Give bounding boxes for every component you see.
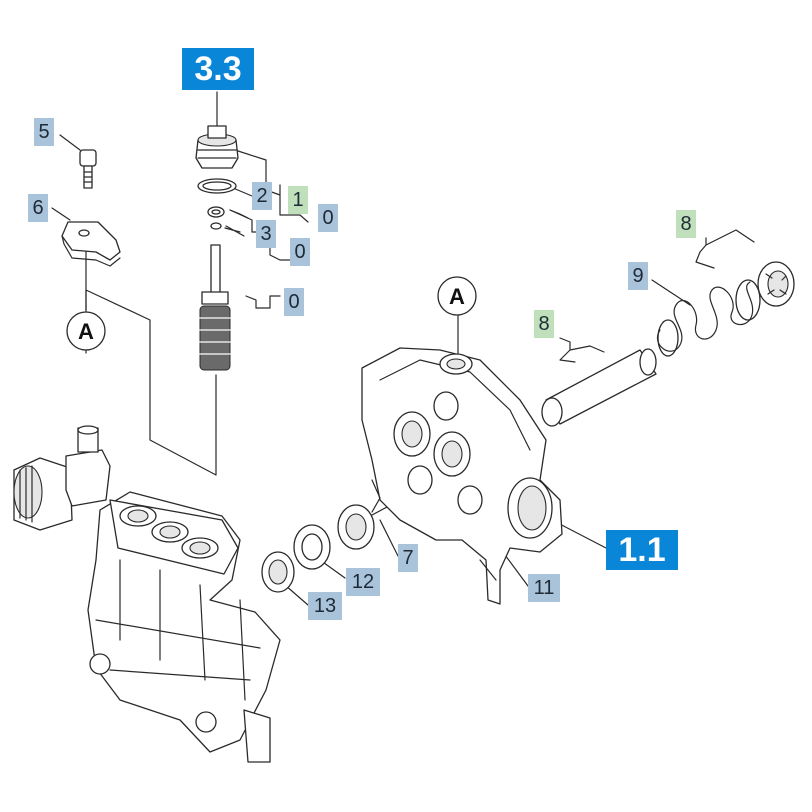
part-label-6[interactable]: 6 xyxy=(28,194,48,222)
part-label-9[interactable]: 9 xyxy=(628,262,648,290)
seal-part-12 xyxy=(293,524,331,570)
part-label-1[interactable]: 1 xyxy=(288,186,308,214)
plate-part-6 xyxy=(61,221,121,267)
connector-marker-right-text: A xyxy=(449,284,465,309)
piston-rod-part-8 xyxy=(541,348,657,427)
part-label-2[interactable]: 2 xyxy=(252,182,272,210)
part-label-11[interactable]: 11 xyxy=(528,574,560,602)
connector-marker-left-text: A xyxy=(78,319,94,344)
part-label-3[interactable]: 3 xyxy=(256,220,276,248)
part-label-0-stem[interactable]: 0 xyxy=(284,288,304,316)
assembly-label-3-3[interactable]: 3.3 xyxy=(182,48,254,90)
part-label-0-middle[interactable]: 0 xyxy=(290,238,310,266)
part-label-13[interactable]: 13 xyxy=(308,592,342,620)
pump-manifold xyxy=(13,425,281,763)
part-label-5[interactable]: 5 xyxy=(34,118,54,146)
pump-housing-1-1 xyxy=(361,347,563,605)
seal-part-7 xyxy=(337,504,375,550)
part-label-8-lower[interactable]: 8 xyxy=(534,310,554,338)
bolt-part-5 xyxy=(79,149,97,189)
part-label-12[interactable]: 12 xyxy=(346,568,380,596)
valve-assembly-3-3 xyxy=(195,125,239,371)
spring-part-9 xyxy=(657,279,761,357)
connector-marker-right: A xyxy=(437,276,477,316)
seal-part-13 xyxy=(261,551,295,593)
part-label-7[interactable]: 7 xyxy=(398,544,418,572)
connector-marker-left: A xyxy=(66,311,106,351)
assembly-label-1-1[interactable]: 1.1 xyxy=(606,530,678,570)
part-label-8-upper[interactable]: 8 xyxy=(676,210,696,238)
part-label-0-top[interactable]: 0 xyxy=(318,204,338,232)
retainer-part-8 xyxy=(757,261,795,307)
